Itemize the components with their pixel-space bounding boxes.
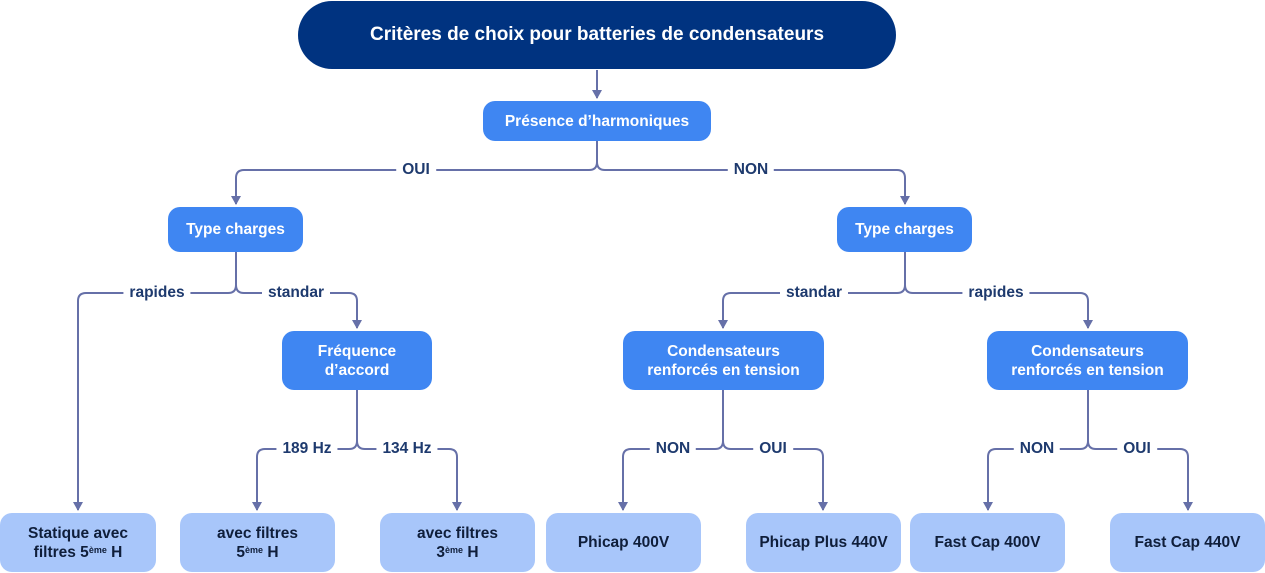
leaf-phicap-400v: Phicap 400V — [546, 513, 701, 572]
label-rapides-left: rapides — [123, 284, 191, 302]
label-standar-right: standar — [780, 284, 848, 302]
label-non-a: NON — [649, 440, 697, 458]
leaf-phicap-plus-440v: Phicap Plus 440V — [746, 513, 901, 572]
label-non-b: NON — [1013, 440, 1061, 458]
label-134hz: 134 Hz — [376, 440, 438, 458]
leaf-filters-3rd: avec filtres 3ème H — [380, 513, 535, 572]
label-189hz: 189 Hz — [276, 440, 338, 458]
label-oui-a: OUI — [753, 440, 793, 458]
chart-title-node: Critères de choix pour batteries de cond… — [298, 1, 896, 69]
harmonics-node: Présence d’harmoniques — [483, 101, 711, 141]
leaf-filters-5th: avec filtres 5ème H — [180, 513, 335, 572]
label-oui-left: OUI — [396, 161, 436, 179]
type-charges-left-node: Type charges — [168, 207, 303, 252]
reinforced-node-fast: Condensateurs renforcés en tension — [987, 331, 1188, 390]
reinforced-node-standard: Condensateurs renforcés en tension — [623, 331, 824, 390]
type-charges-right-node: Type charges — [837, 207, 972, 252]
leaf-fastcap-400v: Fast Cap 400V — [910, 513, 1065, 572]
label-oui-b: OUI — [1117, 440, 1157, 458]
frequency-node: Fréquence d’accord — [282, 331, 432, 390]
label-non-right: NON — [727, 161, 775, 179]
leaf-static-filters: Statique avec filtres 5ème H — [0, 513, 156, 572]
leaf-fastcap-440v: Fast Cap 440V — [1110, 513, 1265, 572]
label-standar-left: standar — [262, 284, 330, 302]
label-rapides-right: rapides — [962, 284, 1030, 302]
